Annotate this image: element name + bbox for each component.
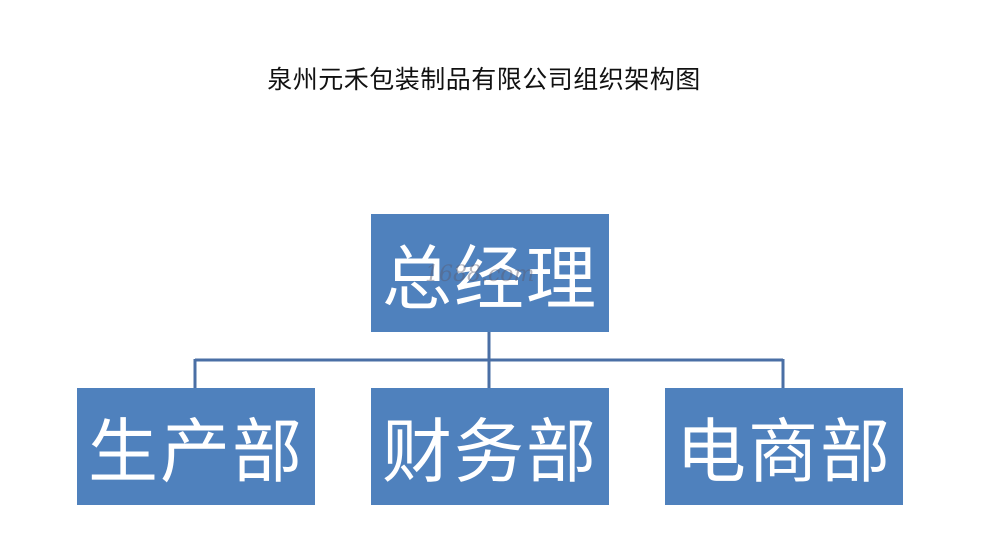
node-department-2: 电商部 bbox=[665, 388, 903, 505]
node-department-0: 生产部 bbox=[77, 388, 315, 505]
node-root-label: 总经理 bbox=[382, 237, 598, 320]
chart-title: 泉州元禾包装制品有限公司组织架构图 bbox=[267, 65, 701, 94]
node-root: 总经理 bbox=[371, 214, 609, 332]
node-department-label: 生产部 bbox=[88, 411, 304, 493]
node-department-label: 电商部 bbox=[676, 411, 892, 493]
node-department-label: 财务部 bbox=[382, 411, 598, 493]
node-department-1: 财务部 bbox=[371, 388, 609, 505]
